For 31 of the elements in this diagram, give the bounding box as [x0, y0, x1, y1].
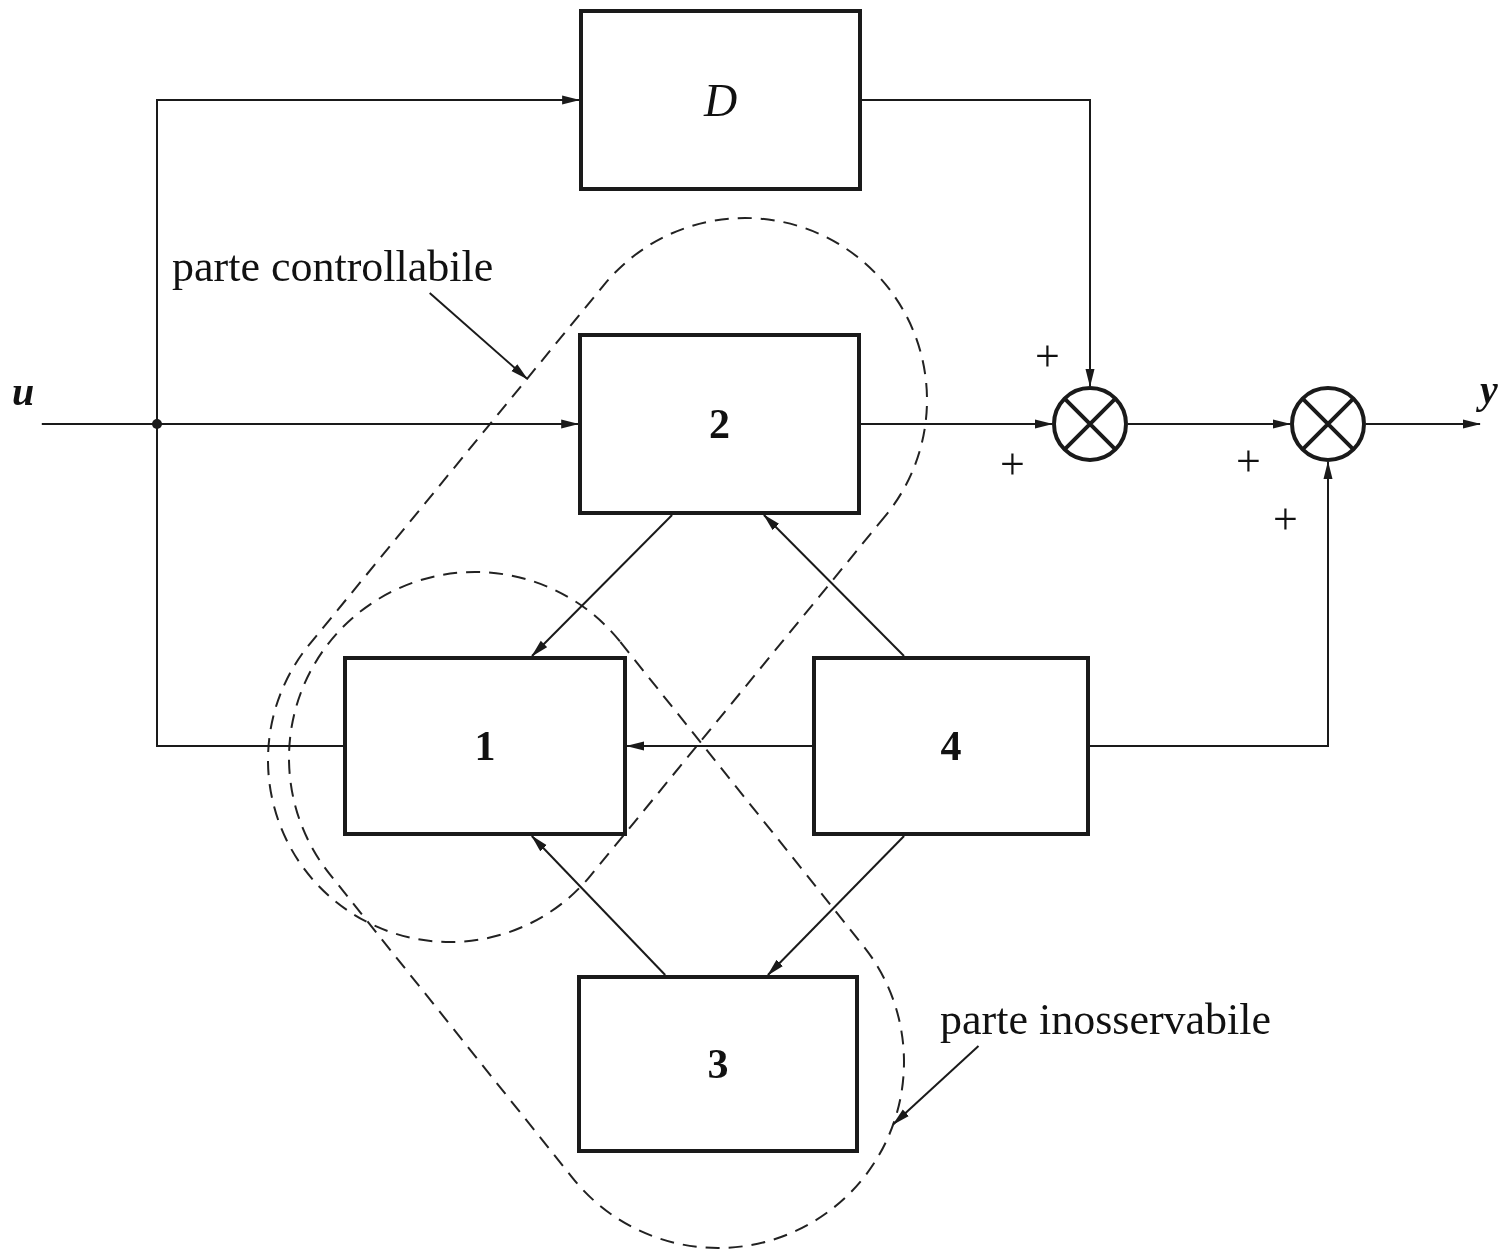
block-label: 4: [940, 722, 962, 770]
block-label: 3: [707, 1040, 729, 1088]
annotation-text: parte inosservabile: [940, 998, 1340, 1042]
arrow: [1365, 419, 1481, 429]
leader-line: [892, 1045, 980, 1126]
annotation-text: parte controllabile: [172, 245, 572, 289]
summing-junction: [1290, 386, 1366, 462]
arrow: [1127, 419, 1291, 429]
block-label: 2: [709, 400, 730, 448]
arrow: [530, 835, 667, 976]
arrow: [762, 514, 905, 657]
block-box: [578, 333, 861, 515]
arrow: [1088, 461, 1333, 747]
block-box: [812, 656, 1090, 836]
block-box: [343, 656, 627, 836]
block-label: 1: [474, 722, 496, 770]
arrow: [860, 99, 1095, 388]
arrow: [626, 741, 813, 751]
sign-label: +: [1000, 443, 1025, 487]
summing-junction: [1052, 386, 1128, 462]
block-label: D: [703, 73, 738, 127]
signal-label: u: [12, 372, 42, 412]
block-box: [579, 9, 862, 191]
arrow: [859, 419, 1053, 429]
arrow: [531, 514, 674, 657]
leader-line: [428, 292, 529, 380]
sign-label: +: [1035, 335, 1060, 379]
arrow: [766, 835, 906, 976]
sign-label: +: [1236, 440, 1261, 484]
block-box: [577, 975, 859, 1153]
sign-label: +: [1273, 498, 1298, 542]
